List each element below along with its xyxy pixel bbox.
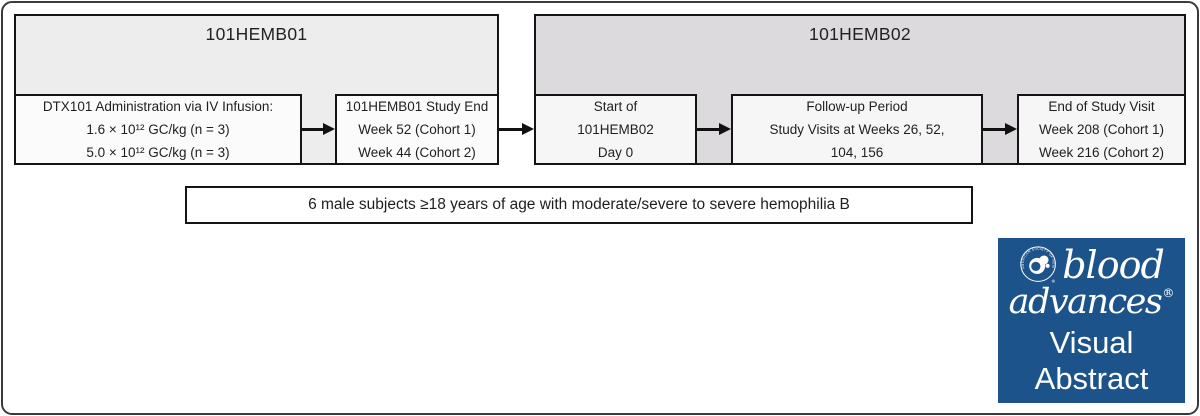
population-box: 6 male subjects ≥18 years of age with mo… bbox=[185, 186, 973, 224]
study2-title: 101HEMB02 bbox=[809, 24, 911, 44]
study2-start-box: Start of 101HEMB02 Day 0 bbox=[534, 94, 697, 165]
followup-line-3: 104, 156 bbox=[830, 145, 884, 160]
arrow-study1-to-study2 bbox=[499, 123, 534, 136]
followup-line-1: Follow-up Period bbox=[806, 99, 908, 114]
study1-end-line-3: Week 44 (Cohort 2) bbox=[358, 145, 476, 160]
population-text: 6 male subjects ≥18 years of age with mo… bbox=[308, 196, 850, 213]
dose-line-3: 5.0 × 10¹² GC/kg (n = 3) bbox=[86, 145, 230, 160]
logo-word-advances: advances bbox=[1008, 282, 1163, 322]
arrow-head-icon bbox=[1005, 123, 1017, 135]
dose-administration-box: DTX101 Administration via IV Infusion: 1… bbox=[14, 94, 302, 165]
logo-word-visual: Visual bbox=[1049, 325, 1134, 360]
arrow-shaft bbox=[983, 128, 1008, 131]
logo-word-blood: blood bbox=[1062, 243, 1165, 287]
arrow-shaft bbox=[697, 128, 722, 131]
arrow-dose-to-study1-end bbox=[302, 123, 335, 136]
emblem-registered-mark: ® bbox=[1052, 278, 1056, 284]
study2-start-line-3: Day 0 bbox=[597, 145, 634, 160]
study1-end-line-1: 101HEMB01 Study End bbox=[345, 99, 489, 114]
arrow-head-icon bbox=[323, 123, 335, 135]
study1-title: 101HEMB01 bbox=[205, 24, 308, 44]
arrow-shaft bbox=[499, 128, 525, 131]
study2-start-line-1: Start of bbox=[593, 99, 638, 114]
arrow-shaft bbox=[302, 128, 326, 131]
followup-line-2: Study Visits at Weeks 26, 52, bbox=[769, 122, 945, 137]
ash-society-emblem-icon: AMERICAN SOCIETY OF HEMATOLOGY ® bbox=[1019, 245, 1057, 284]
logo-journal-row: AMERICAN SOCIETY OF HEMATOLOGY ® blood bbox=[1019, 243, 1165, 287]
arrow-head-icon bbox=[522, 123, 534, 135]
study1-end-box: 101HEMB01 Study End Week 52 (Cohort 1) W… bbox=[335, 94, 499, 165]
followup-period-box: Follow-up Period Study Visits at Weeks 2… bbox=[731, 94, 983, 165]
study2-start-line-2: 101HEMB02 bbox=[577, 122, 654, 137]
arrow-start-to-followup bbox=[697, 123, 731, 136]
registered-mark: ® bbox=[1162, 286, 1175, 300]
logo-word-abstract: Abstract bbox=[1034, 361, 1149, 396]
logo-advances-row: advances® bbox=[1009, 285, 1175, 325]
study1-end-line-2: Week 52 (Cohort 1) bbox=[358, 122, 476, 137]
study2-end-box: End of Study Visit Week 208 (Cohort 1) W… bbox=[1017, 94, 1186, 165]
arrow-followup-to-end bbox=[983, 123, 1017, 136]
study2-end-line-1: End of Study Visit bbox=[1048, 99, 1155, 114]
study2-end-line-3: Week 216 (Cohort 2) bbox=[1038, 145, 1165, 160]
dose-line-1: DTX101 Administration via IV Infusion: bbox=[42, 99, 274, 114]
study2-end-line-2: Week 208 (Cohort 1) bbox=[1038, 122, 1165, 137]
dose-line-2: 1.6 × 10¹² GC/kg (n = 3) bbox=[86, 122, 230, 137]
arrow-head-icon bbox=[719, 123, 731, 135]
blood-advances-logo: AMERICAN SOCIETY OF HEMATOLOGY ® blood a… bbox=[998, 238, 1185, 403]
